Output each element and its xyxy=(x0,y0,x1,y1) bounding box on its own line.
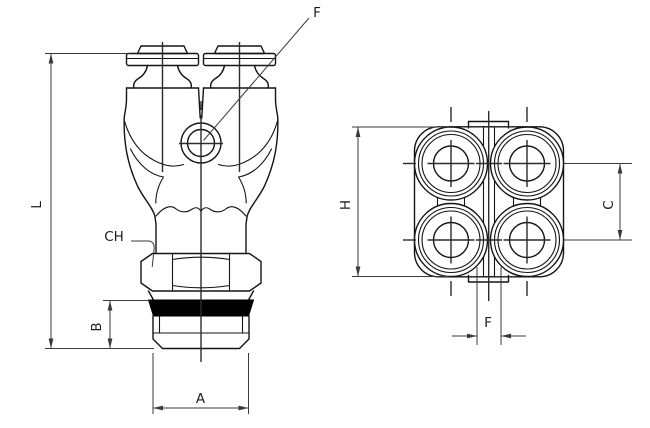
cap-neck-left xyxy=(133,64,149,89)
dim-F-top-view: F xyxy=(452,267,526,345)
port-bottom-left xyxy=(413,202,489,278)
label-F-top-view: F xyxy=(484,315,492,331)
dim-F-arrow-left xyxy=(467,333,477,339)
dim-H-arrow-bottom xyxy=(355,266,361,277)
front-view: L B A CH F xyxy=(29,5,321,414)
label-C: C xyxy=(601,200,617,209)
dim-A: A xyxy=(152,353,249,414)
cone-right xyxy=(247,290,255,301)
wing-curve-right-upper xyxy=(217,120,279,167)
label-B: B xyxy=(89,322,105,331)
silhouette-left xyxy=(123,87,157,254)
dim-A-arrow-left xyxy=(153,405,163,411)
top-view: H C F xyxy=(338,107,632,345)
ch-leader-line xyxy=(131,240,155,268)
port-crosshair xyxy=(503,216,551,264)
dim-H: H xyxy=(338,126,449,277)
wing-curve-left-lower xyxy=(129,148,165,204)
f-leader-line xyxy=(203,17,310,141)
cap-neck-left-2 xyxy=(176,64,192,89)
port-crosshair xyxy=(503,140,551,187)
port-crosshair xyxy=(427,216,475,264)
wing-curve-right-lower xyxy=(237,148,273,204)
label-F-front: F xyxy=(313,5,321,21)
top-view-centerlines xyxy=(403,107,528,301)
dim-F-arrow-right xyxy=(501,333,511,339)
dim-B-arrow-top xyxy=(107,300,113,311)
cap-neck-right-2 xyxy=(253,64,269,89)
dim-A-arrow-right xyxy=(238,405,249,411)
dim-L-arrow-bottom xyxy=(48,338,54,349)
silhouette-right xyxy=(245,87,279,254)
cone-left xyxy=(147,290,155,301)
dim-L: L xyxy=(29,53,154,349)
center-notch-left xyxy=(197,87,201,119)
wing-curve-left-upper xyxy=(123,120,185,167)
dim-C-arrow-top xyxy=(617,163,623,174)
dim-L-arrow-top xyxy=(48,53,54,64)
label-A: A xyxy=(196,391,206,407)
dim-B-arrow-bottom xyxy=(107,338,113,349)
front-centerlines xyxy=(161,42,241,362)
label-CH: CH xyxy=(104,229,124,245)
center-notch-right xyxy=(201,87,205,119)
callout-CH: CH xyxy=(104,229,155,268)
dim-C: C xyxy=(564,163,632,241)
callout-F-front: F xyxy=(203,5,321,141)
y-body xyxy=(123,87,279,254)
label-L: L xyxy=(29,201,45,209)
cap-neck-right xyxy=(210,64,226,89)
port-bottom-right xyxy=(489,202,565,278)
port-crosshair xyxy=(427,140,475,187)
dim-C-arrow-bottom xyxy=(617,230,623,240)
label-H: H xyxy=(338,200,354,210)
dim-H-arrow-top xyxy=(355,127,361,137)
hex-outline xyxy=(140,252,262,292)
dim-B: B xyxy=(89,300,150,349)
